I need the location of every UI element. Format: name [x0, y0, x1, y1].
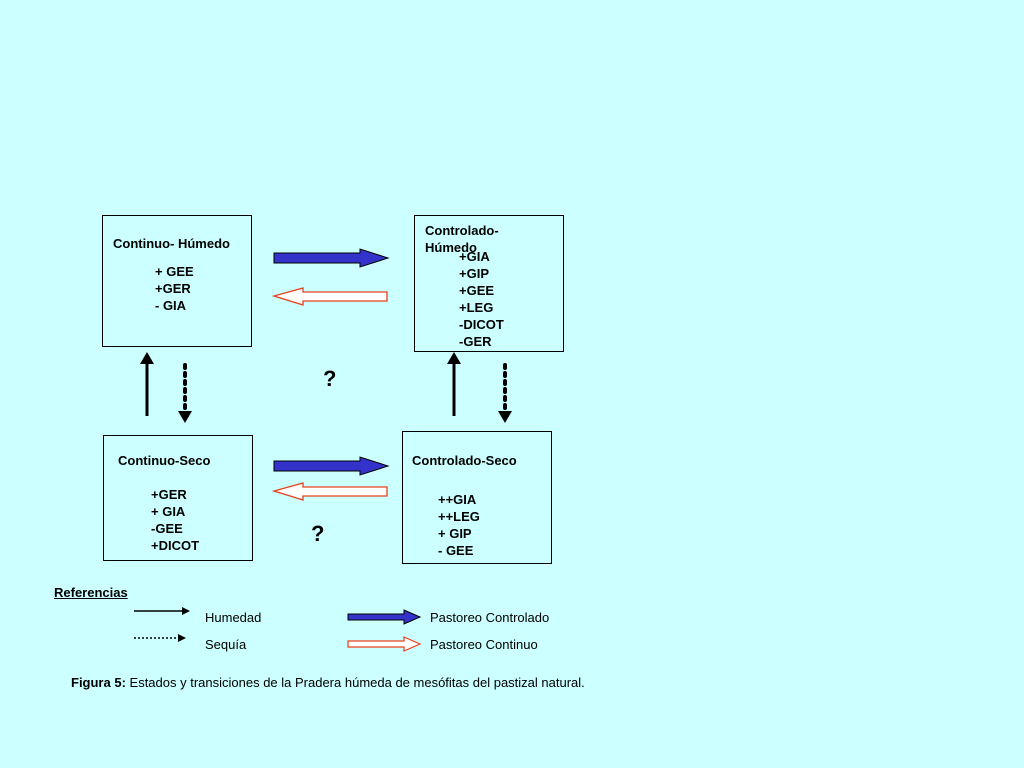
state-box-continuo-seco: [103, 435, 253, 561]
legend-title: Referencias: [54, 585, 128, 600]
legend-continuous-arrow: [347, 636, 422, 652]
legend-controlled-label: Pastoreo Controlado: [430, 610, 550, 625]
state-attr: +GIA: [459, 249, 490, 264]
controlled-grazing-arrow-bottom: [273, 456, 390, 476]
state-attr: - GIA: [155, 298, 187, 313]
state-attr: +LEG: [459, 300, 494, 315]
legend-continuous-label: Pastoreo Continuo: [430, 637, 538, 652]
state-attr: - GEE: [438, 543, 474, 558]
state-box-controlado-humedo: [414, 215, 564, 352]
state-attr: + GIA: [151, 504, 186, 519]
state-attr: -DICOT: [459, 317, 504, 332]
state-title-continuo-seco: Continuo-Seco: [118, 453, 211, 468]
state-box-continuo-humedo: [102, 215, 252, 347]
question-mark-bottom: ?: [311, 521, 325, 546]
state-attr: + GIP: [438, 526, 472, 541]
question-mark-top: ?: [323, 366, 337, 391]
state-attr: ++GIA: [438, 492, 477, 507]
legend-drought-label: Sequía: [205, 637, 247, 652]
state-title-controlado-seco: Controlado-Seco: [412, 453, 517, 468]
state-title-continuo-humedo: Continuo- Húmedo: [113, 236, 230, 251]
state-attr: ++LEG: [438, 509, 480, 524]
continuous-grazing-arrow-top: [271, 287, 388, 306]
state-attr: +GEE: [459, 283, 495, 298]
state-attr: -GEE: [151, 521, 183, 536]
figure-caption-text: Estados y transiciones de la Pradera húm…: [125, 675, 585, 690]
state-attr: +DICOT: [151, 538, 200, 553]
legend-humidity-label: Humedad: [205, 610, 262, 625]
continuous-grazing-arrow-bottom: [271, 482, 388, 501]
state-attr: +GER: [151, 487, 187, 502]
legend-controlled-arrow: [347, 609, 422, 625]
state-title-controlado-humedo-line2: Húmedo: [425, 240, 477, 255]
state-attr: +GIP: [459, 266, 489, 281]
state-attr: +GER: [155, 281, 191, 296]
state-attr: -GER: [459, 334, 492, 349]
state-attr: + GEE: [155, 264, 194, 279]
figure-caption: Figura 5: Estados y transiciones de la P…: [71, 675, 585, 691]
figure-caption-label: Figura 5:: [71, 675, 126, 690]
controlled-grazing-arrow-top: [273, 248, 390, 268]
state-box-controlado-seco: [402, 431, 552, 564]
state-title-controlado-humedo-line1: Controlado-: [425, 223, 499, 238]
